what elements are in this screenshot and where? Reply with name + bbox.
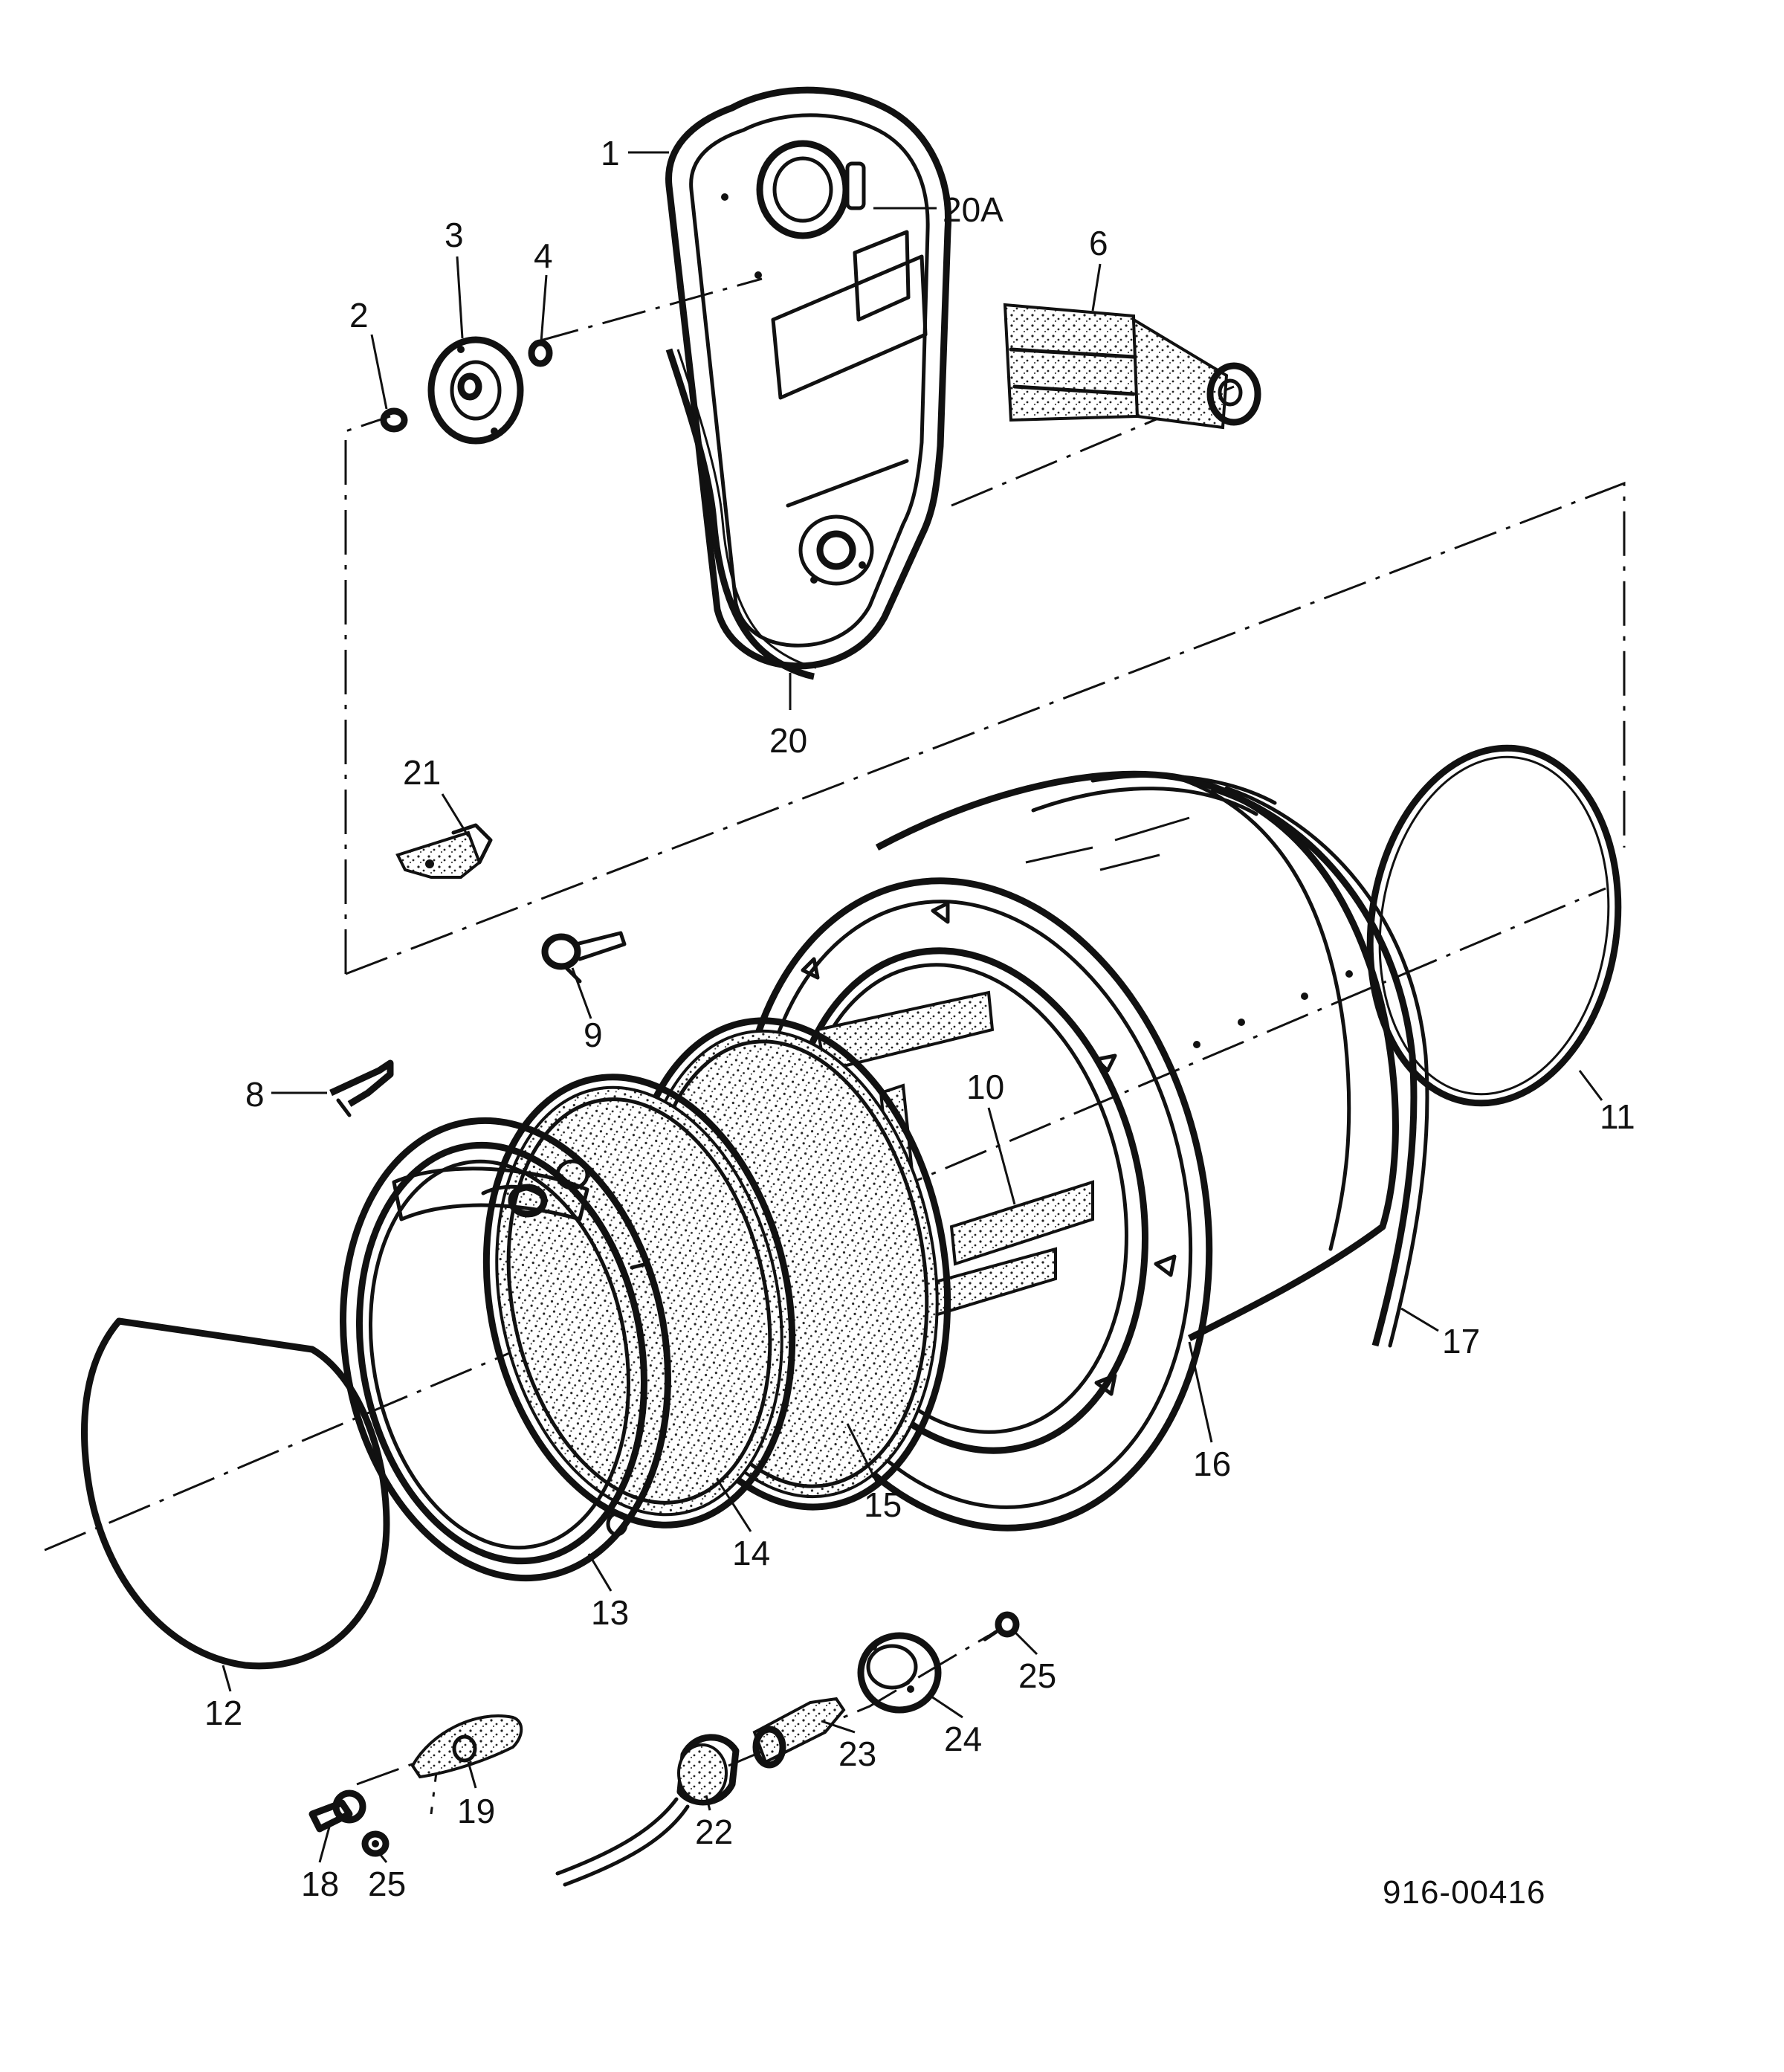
seal-strip xyxy=(665,348,817,680)
callout-18: 18 xyxy=(301,1865,339,1903)
bearing-screw xyxy=(528,339,553,367)
callout-25-lens-screw: 25 xyxy=(1018,1656,1056,1695)
callout-21: 21 xyxy=(403,753,441,792)
rear-bulkhead-panel xyxy=(665,86,952,670)
felt-seal-ring xyxy=(482,1074,796,1529)
callout-1: 1 xyxy=(601,134,620,172)
drum-light-socket xyxy=(555,1734,740,1887)
lamp-socket xyxy=(308,1789,366,1833)
retaining-nut xyxy=(380,407,408,433)
lens-screw xyxy=(983,1611,1020,1642)
callout-17: 17 xyxy=(1442,1322,1480,1361)
rear-drum-seal xyxy=(1366,744,1622,1107)
diagram-reference-number: 916-00416 xyxy=(1383,1874,1545,1911)
callout-19: 19 xyxy=(457,1792,495,1830)
callout-2: 2 xyxy=(349,296,369,335)
door-opening-gasket xyxy=(81,1317,390,1670)
felt-drum-seal xyxy=(1210,784,1429,1348)
callout-25-lamp-screw: 25 xyxy=(368,1865,406,1903)
drum-light-lens xyxy=(857,1632,942,1714)
door-switch xyxy=(395,823,493,879)
callout-20a: 20A xyxy=(943,190,1003,229)
callout-3: 3 xyxy=(445,216,464,254)
door-clip xyxy=(329,1059,394,1117)
drum-glide xyxy=(541,931,627,984)
lamp-cover xyxy=(410,1714,523,1779)
callout-labels: 1 20A 6 3 4 2 20 21 9 8 10 11 17 16 15 1… xyxy=(204,134,1635,1911)
callout-22: 22 xyxy=(695,1813,733,1851)
bearing-plate xyxy=(427,336,524,445)
callout-24: 24 xyxy=(944,1720,982,1758)
callout-15: 15 xyxy=(864,1485,902,1524)
callout-13: 13 xyxy=(591,1593,629,1632)
callout-10: 10 xyxy=(966,1068,1004,1106)
callout-20: 20 xyxy=(769,721,807,760)
callout-23: 23 xyxy=(838,1734,876,1773)
callout-4: 4 xyxy=(534,236,553,275)
callout-14: 14 xyxy=(732,1534,770,1572)
lamp-cover-screw xyxy=(361,1830,390,1857)
drum-light-bulb xyxy=(752,1697,846,1769)
idler-bracket xyxy=(1003,303,1261,430)
callout-12: 12 xyxy=(204,1694,242,1732)
callout-11: 11 xyxy=(1600,1097,1635,1136)
callout-6: 6 xyxy=(1089,224,1108,262)
callout-16: 16 xyxy=(1193,1445,1231,1483)
callout-leader-lines xyxy=(222,151,1603,1863)
callout-8: 8 xyxy=(245,1075,265,1114)
callout-9: 9 xyxy=(584,1016,603,1054)
front-bulkhead xyxy=(340,1117,671,1582)
